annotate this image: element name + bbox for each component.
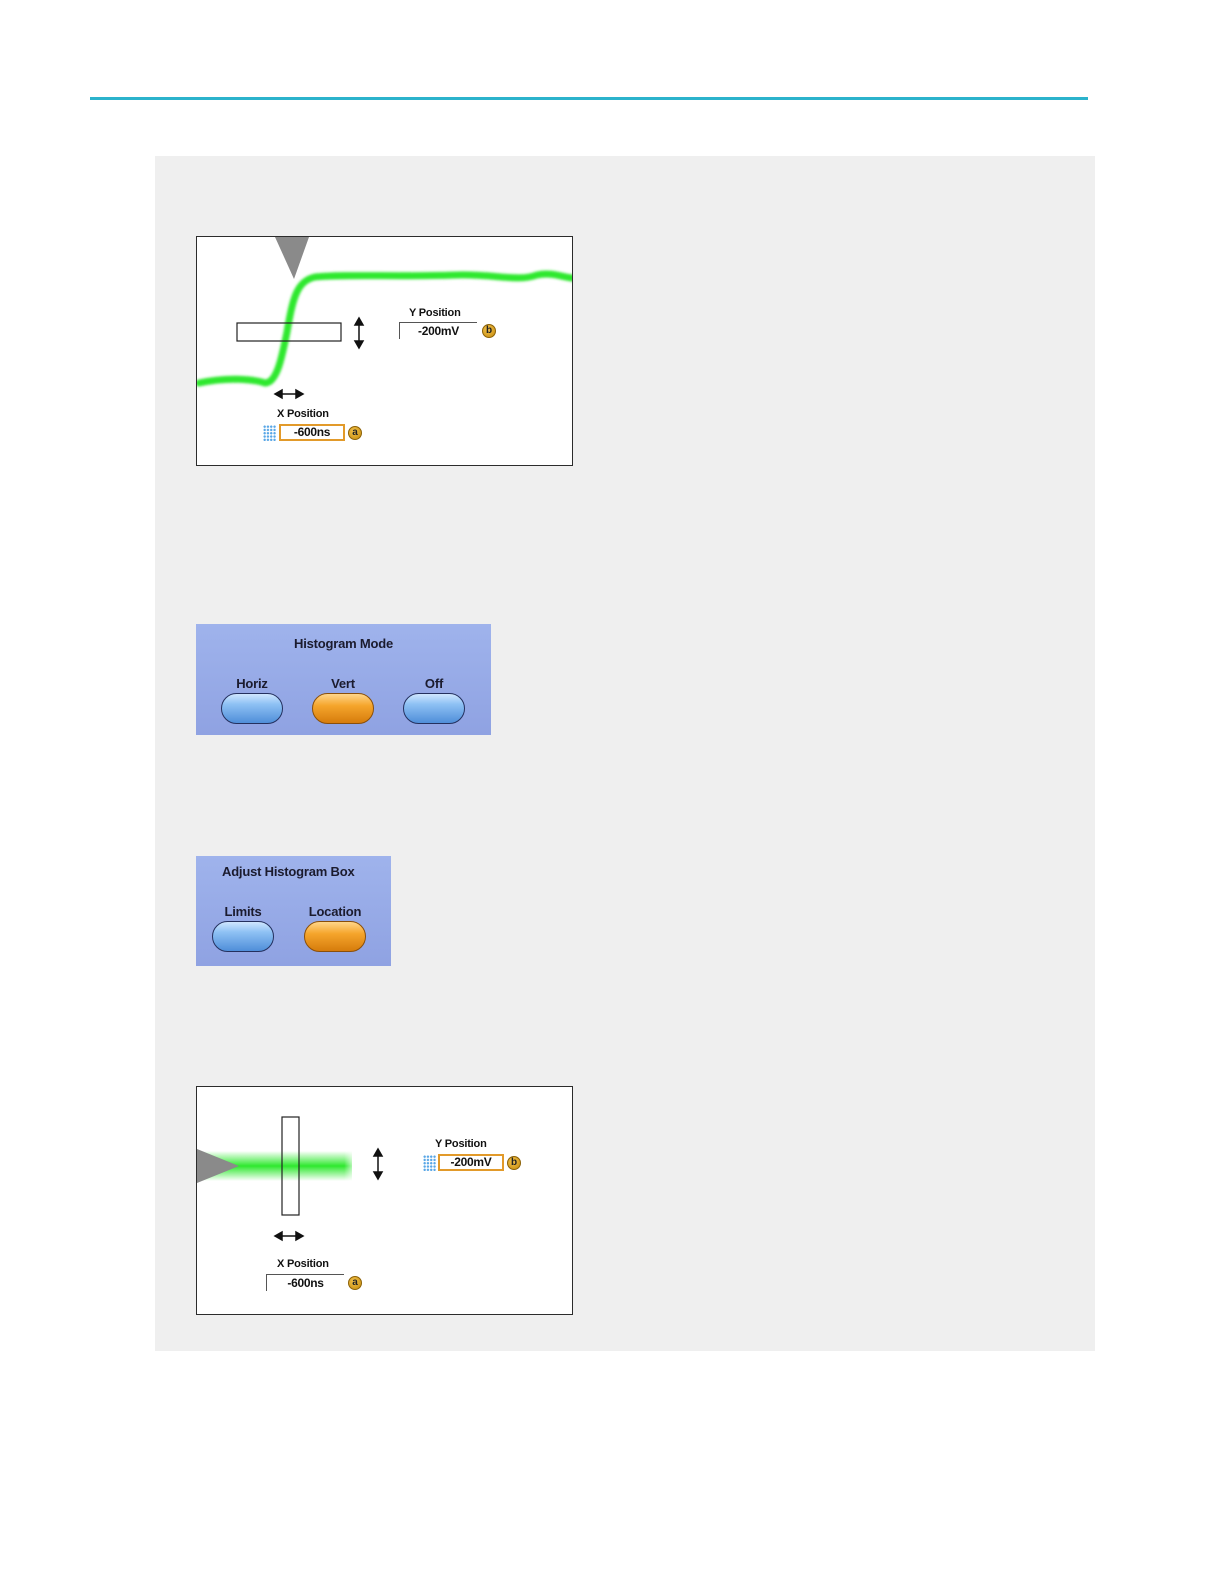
- horizontal-arrow-icon-2: [275, 1232, 303, 1240]
- header-rule: [90, 97, 1088, 100]
- x-position-label-2: X Position: [277, 1258, 329, 1270]
- scope-display-horizontal: Y Position -200mV b X Position -600ns a: [196, 236, 573, 466]
- trigger-marker-icon: [275, 237, 309, 279]
- limits-button[interactable]: [212, 921, 274, 952]
- vert-label: Vert: [312, 676, 374, 691]
- x-badge-2: a: [348, 1276, 362, 1290]
- y-badge: b: [482, 324, 496, 338]
- limits-label: Limits: [212, 904, 274, 919]
- horiz-label: Horiz: [221, 676, 283, 691]
- waveform-graphic: [197, 237, 573, 466]
- histogram-mode-menu: Histogram Mode Horiz Vert Off: [196, 624, 491, 735]
- histogram-mode-title: Histogram Mode: [294, 636, 393, 651]
- x-position-field[interactable]: -600ns: [279, 424, 345, 441]
- x-badge: a: [348, 426, 362, 440]
- adjust-box-title: Adjust Histogram Box: [222, 864, 355, 879]
- adjust-histogram-box-menu: Adjust Histogram Box Limits Location: [196, 856, 391, 966]
- vertical-arrow-icon-2: [374, 1149, 382, 1179]
- off-label: Off: [403, 676, 465, 691]
- horizontal-arrow-icon: [275, 390, 303, 398]
- y-position-label-2: Y Position: [435, 1138, 487, 1150]
- scope-display-vertical: Y Position -200mV b X Position -600ns a: [196, 1086, 573, 1315]
- multipurpose-knob-icon: [263, 425, 276, 441]
- y-position-label: Y Position: [409, 307, 461, 319]
- x-position-field-2[interactable]: -600ns: [266, 1274, 344, 1291]
- vertical-arrow-icon: [355, 318, 363, 348]
- y-position-field[interactable]: -200mV: [399, 322, 477, 339]
- waveform-trace: [199, 274, 572, 383]
- multipurpose-knob-icon-2: [423, 1155, 436, 1171]
- location-button[interactable]: [304, 921, 366, 952]
- waveform-graphic-2: [197, 1087, 573, 1315]
- off-button[interactable]: [403, 693, 465, 724]
- horiz-button[interactable]: [221, 693, 283, 724]
- vert-button[interactable]: [312, 693, 374, 724]
- y-position-field-2[interactable]: -200mV: [438, 1154, 504, 1171]
- x-position-label: X Position: [277, 408, 329, 420]
- location-label: Location: [298, 904, 372, 919]
- y-badge-2: b: [507, 1156, 521, 1170]
